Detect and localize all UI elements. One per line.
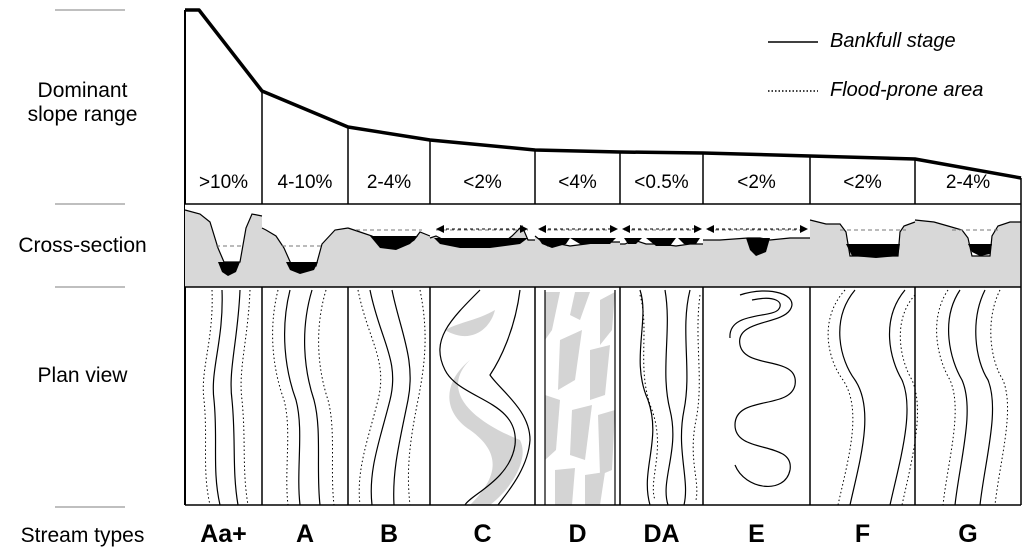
slope-value-e: <2% (737, 172, 776, 193)
plan-view-a-channel (284, 289, 321, 506)
cross-section-e (703, 204, 810, 240)
slope-range-label-line1: Dominant (37, 79, 128, 102)
plan-view-band (185, 203, 1022, 506)
plan-view-label: Plan view (37, 364, 128, 387)
plan-view-d-braids (545, 292, 615, 505)
stream-type-d: D (568, 520, 587, 548)
slope-value-b: 2-4% (366, 172, 412, 193)
stream-type-b: B (379, 520, 399, 548)
plan-view-f-channel (839, 289, 908, 506)
plan-view-e-channel (729, 290, 796, 487)
stream-type-g: G (958, 520, 978, 548)
slope-value-a: 4-10% (277, 172, 333, 193)
legend-bankfull-label: Bankfull stage (830, 30, 956, 52)
plan-view-c-bars (445, 310, 523, 505)
slope-value-g: 2-4% (945, 172, 991, 193)
plan-view-b-channel (369, 289, 411, 506)
stream-type-c: C (473, 520, 492, 548)
plan-view-aa-plus-channel (212, 289, 241, 506)
plan-view-c-channel (439, 289, 531, 506)
cross-section-da (620, 204, 703, 246)
slope-value-da: <0.5% (634, 172, 689, 193)
stream-type-da: DA (643, 520, 680, 548)
slope-value-d: <4% (558, 172, 597, 193)
cross-section-d (535, 204, 620, 246)
slope-range-label-line2: slope range (27, 103, 138, 126)
plan-view-da-channel (639, 289, 691, 506)
plan-view-d-channel (544, 290, 616, 505)
slope-range-label: Dominant slope range (0, 79, 165, 127)
cross-section-aa-plus (185, 204, 262, 262)
stream-type-aa-plus: Aa+ (200, 520, 247, 548)
stream-type-e: E (748, 520, 765, 548)
cross-section-band (184, 204, 1021, 287)
slope-value-aa-plus: >10% (198, 172, 249, 193)
stream-type-a: A (295, 520, 315, 548)
row-separator-ticks (55, 9, 125, 508)
cross-section-b (348, 204, 430, 244)
cross-section-label: Cross-section (18, 234, 147, 257)
cross-section-a (262, 204, 348, 266)
slope-column-lines (261, 91, 1022, 204)
cross-section-c (430, 204, 535, 244)
slope-value-f: <2% (843, 172, 882, 193)
stream-type-f: F (854, 520, 871, 548)
stream-types-label: Stream types (20, 524, 145, 547)
plan-view-g-channel (948, 289, 994, 506)
legend-flood-prone-label: Flood-prone area (830, 79, 984, 101)
slope-value-c: <2% (463, 172, 502, 193)
